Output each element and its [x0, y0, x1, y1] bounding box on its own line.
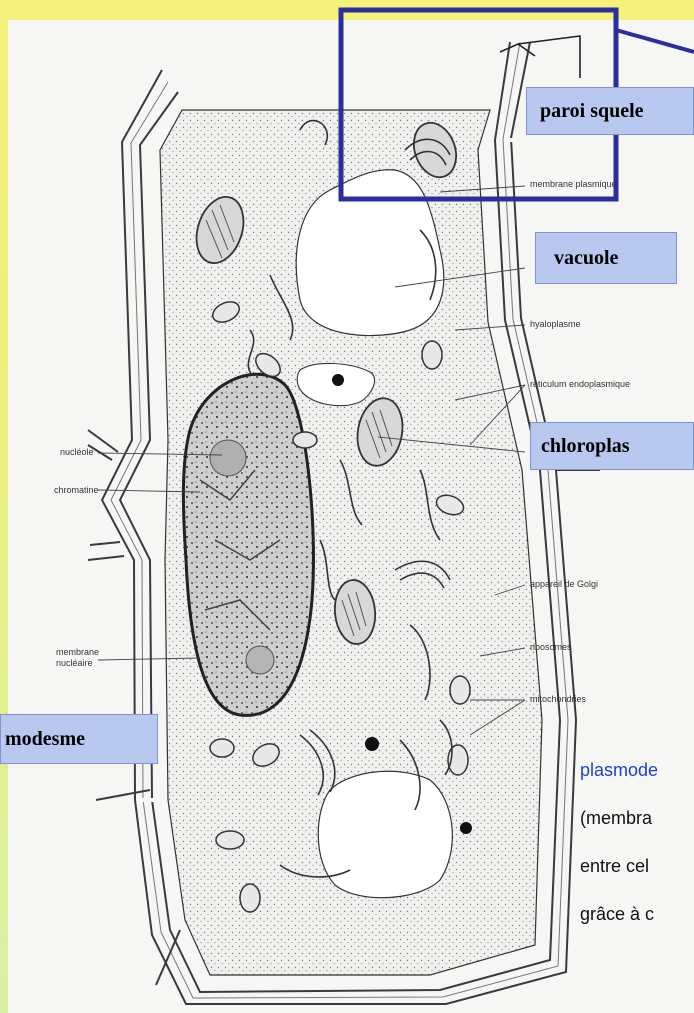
label-membrane-plasmique: membrane plasmique [530, 180, 617, 190]
label-membrane-nucleaire-2: nucléaire [56, 659, 93, 669]
label-ribosomes: ribosomes [530, 643, 572, 653]
label-membrane-nucleaire-1: membrane [56, 648, 99, 658]
tag-vacuole: vacuole [535, 232, 677, 284]
nucleus [183, 374, 313, 715]
note-line-3: entre cel [580, 856, 694, 877]
tag-chloroplaste: chloroplas [530, 422, 694, 470]
vacuole-lower [318, 771, 452, 897]
label-mitochondries: mitochondries [530, 695, 586, 705]
tag-paroi: paroi squele [526, 87, 694, 135]
paroi-bracket [500, 36, 580, 78]
highlight-pointer [616, 30, 694, 52]
label-reticulum: réticulum endoplasmique [530, 380, 630, 390]
label-chromatine: chromatine [54, 486, 99, 496]
tag-plasmodesme: modesme [0, 714, 158, 764]
note-line-2: (membra [580, 808, 694, 829]
label-hyaloplasme: hyaloplasme [530, 320, 581, 330]
nucleolus [210, 440, 246, 476]
note-line-1: plasmode [580, 760, 694, 781]
label-nucleole: nucléole [60, 448, 94, 458]
note-line-4: grâce à c [580, 904, 694, 925]
label-golgi: appareil de Golgi [530, 580, 598, 590]
